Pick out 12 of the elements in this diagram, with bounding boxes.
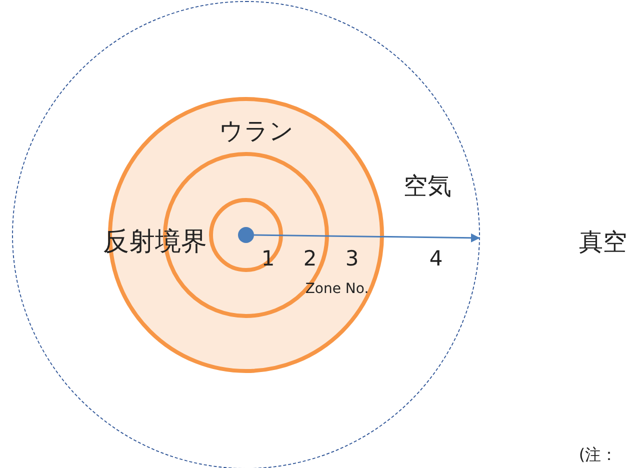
arrow xyxy=(254,233,480,242)
zone-number: 2 xyxy=(303,248,317,270)
center-dot xyxy=(238,226,254,242)
zone-number: 4 xyxy=(429,248,443,270)
axis-caption: Zone No. xyxy=(305,282,369,296)
zone-number: 3 xyxy=(345,248,359,270)
ring xyxy=(208,198,282,272)
region-label: 空気 xyxy=(404,174,452,198)
dashed-circle xyxy=(12,1,480,468)
region-label: ウラン xyxy=(219,118,294,142)
note-text: (注： xyxy=(578,447,618,463)
region-label: 真空 xyxy=(579,230,627,254)
